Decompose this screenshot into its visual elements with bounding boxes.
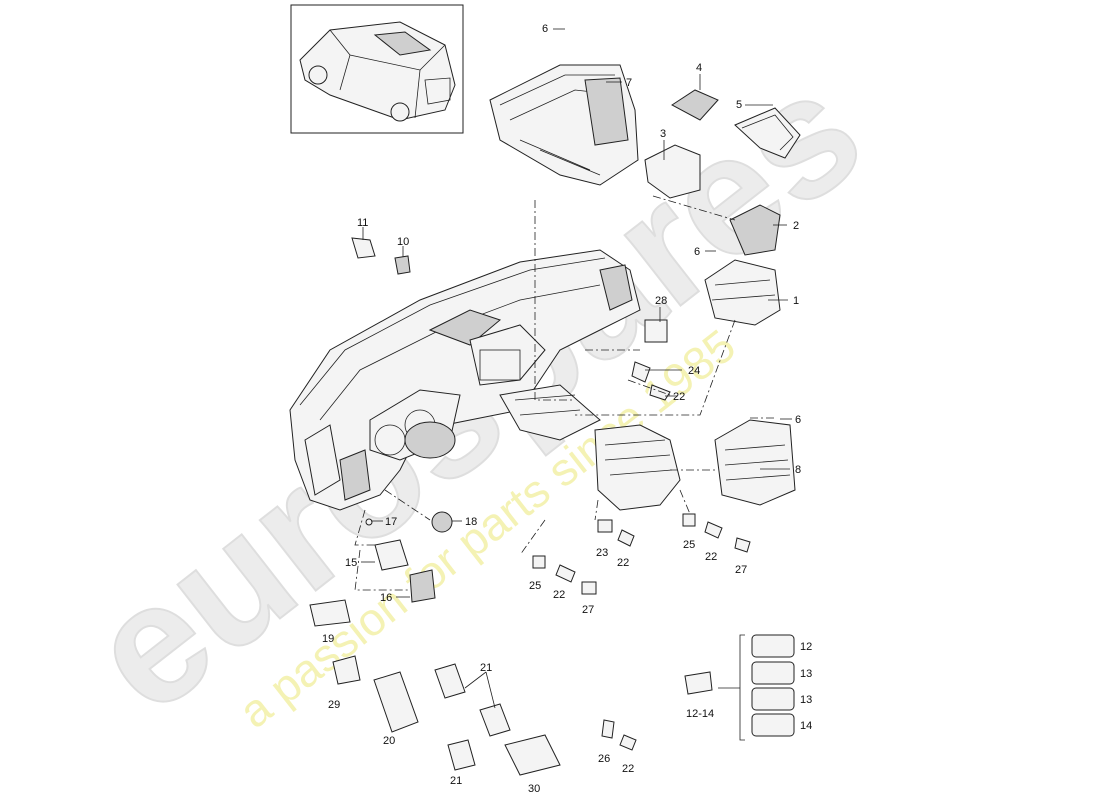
callout-6-right: 6 <box>795 414 801 426</box>
part-15-switch <box>374 539 409 571</box>
callout-28: 28 <box>655 295 667 307</box>
callout-23: 23 <box>596 547 608 559</box>
part-21b-switch <box>479 703 511 737</box>
part-4-trim-panel <box>671 89 719 121</box>
callout-16: 16 <box>380 592 392 604</box>
part-30-switch <box>504 734 561 776</box>
part-12-14-switch <box>684 671 713 695</box>
part-19-switch-bank <box>309 599 351 627</box>
callout-22-d: 22 <box>553 589 565 601</box>
callout-19: 19 <box>322 633 334 645</box>
callout-2: 2 <box>793 220 799 232</box>
callout-7: 7 <box>626 77 632 89</box>
part-1-housing <box>704 259 781 326</box>
part-29-switch <box>332 655 361 685</box>
callout-21-b: 21 <box>450 775 462 787</box>
callout-21-a: 21 <box>480 662 492 674</box>
vehicle-thumbnail <box>290 4 464 134</box>
callout-20: 20 <box>383 735 395 747</box>
callout-13-a: 13 <box>800 668 812 680</box>
part-2-vent <box>729 204 781 256</box>
part-21a-switch <box>434 663 466 699</box>
relation-lines <box>354 195 775 591</box>
part-5-bracket <box>734 107 801 159</box>
part-10-clip <box>394 255 411 275</box>
small-connectors <box>365 361 751 751</box>
callout-24: 24 <box>688 365 700 377</box>
callout-25-a: 25 <box>683 539 695 551</box>
callout-18: 18 <box>465 516 477 528</box>
callout-26: 26 <box>598 753 610 765</box>
callout-29: 29 <box>328 699 340 711</box>
callout-4: 4 <box>696 62 702 74</box>
part-3-cover <box>644 144 701 199</box>
callout-22-a: 22 <box>673 391 685 403</box>
callout-22-b: 22 <box>617 557 629 569</box>
callout-6-mid: 6 <box>694 246 700 258</box>
callout-27-a: 27 <box>735 564 747 576</box>
callout-8: 8 <box>795 464 801 476</box>
callout-14: 14 <box>800 720 812 732</box>
callout-12-14: 12-14 <box>686 708 714 720</box>
callout-12: 12 <box>800 641 812 653</box>
leader-lines <box>361 28 792 709</box>
callout-22-c: 22 <box>705 551 717 563</box>
callout-6-top: 6 <box>542 23 548 35</box>
dashboard-assembly <box>289 249 641 511</box>
callout-30: 30 <box>528 783 540 795</box>
callout-13-b: 13 <box>800 694 812 706</box>
callout-15: 15 <box>345 557 357 569</box>
part-21c-switch <box>447 739 476 771</box>
switch-variant-column <box>718 634 795 741</box>
centre-console <box>594 424 681 511</box>
callout-11: 11 <box>357 217 368 229</box>
part-20-window-switch <box>373 671 419 733</box>
callout-25-b: 25 <box>529 580 541 592</box>
callout-27-b: 27 <box>582 604 594 616</box>
callout-3: 3 <box>660 128 666 140</box>
callouts: 1 2 3 4 5 6 6 6 7 8 10 11 12 13 13 14 12… <box>322 23 812 795</box>
part-16-knob <box>409 569 436 603</box>
part-28-switch <box>644 319 668 343</box>
callout-5: 5 <box>736 99 742 111</box>
callout-1: 1 <box>793 295 799 307</box>
part-11-sensor <box>351 237 376 259</box>
callout-17: 17 <box>385 516 397 528</box>
callout-22-e: 22 <box>622 763 634 775</box>
callout-10: 10 <box>397 236 409 248</box>
part-7-upper-console <box>489 64 639 186</box>
